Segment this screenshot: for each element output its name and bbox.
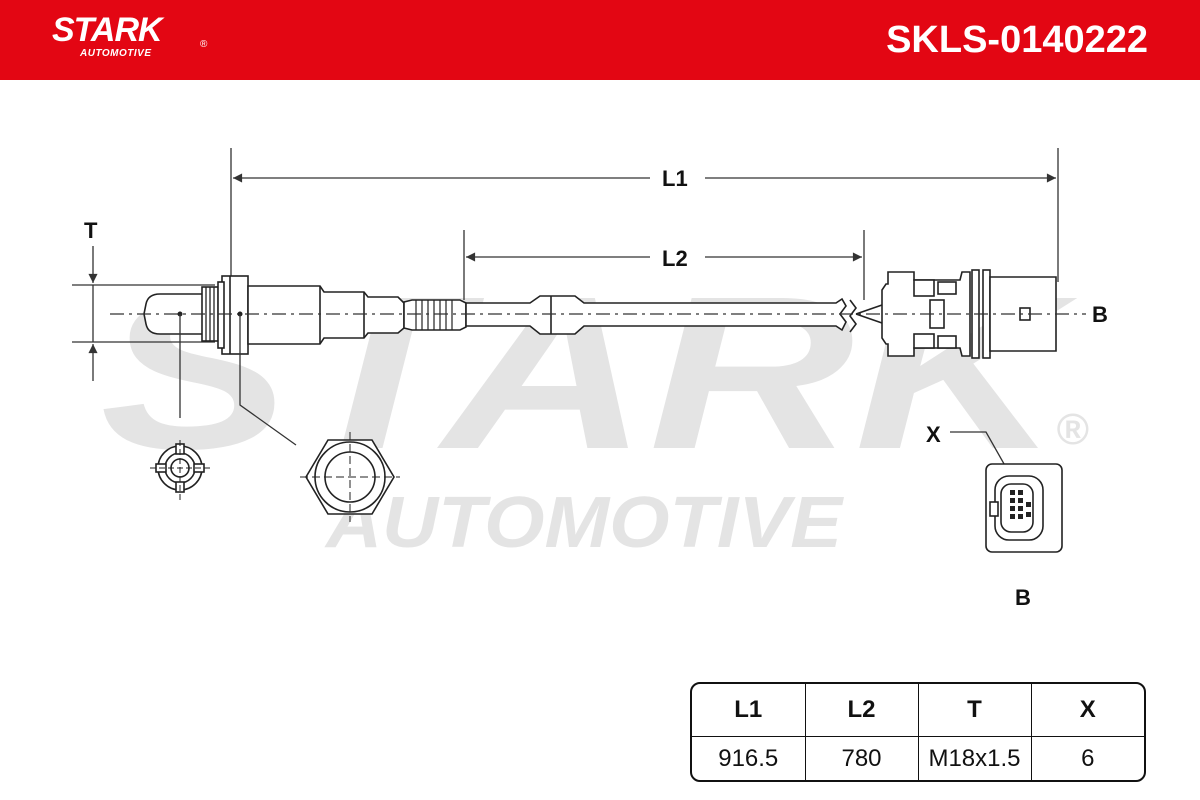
probe-end-view	[150, 440, 210, 500]
spec-header-l2: L2	[804, 684, 919, 737]
spec-table-value-row: 916.5 780 M18x1.5 6	[692, 736, 1144, 780]
dimension-t	[72, 246, 215, 381]
spec-header-l1: L1	[692, 684, 806, 737]
hex-end-view	[300, 432, 400, 522]
leader-x	[950, 431, 1013, 479]
spec-value-t: M18x1.5	[917, 736, 1032, 780]
label-t: T	[84, 218, 98, 243]
spec-table-grid: L1 L2 T X 916.5 780 M18x1.5 6	[692, 684, 1144, 780]
technical-drawing: STARK AUTOMOTIVE ® L1 L2 T	[72, 148, 1108, 610]
oxygen-sensor	[143, 269, 1057, 359]
label-b-bottom: B	[1015, 585, 1031, 610]
leader-hex-view	[239, 314, 297, 446]
brand-subtitle: AUTOMOTIVE	[80, 48, 152, 59]
spec-value-x: 6	[1030, 736, 1144, 780]
brand-logo: STARK ® AUTOMOTIVE	[52, 11, 207, 60]
spec-header-t: T	[917, 684, 1032, 737]
dimension-l2	[463, 230, 865, 300]
sensor-hex	[221, 275, 249, 355]
label-l2: L2	[662, 246, 688, 271]
dimension-l1	[230, 148, 1059, 282]
sensor-cable	[465, 295, 847, 335]
spec-table-header-row: L1 L2 T X	[692, 684, 1144, 737]
spec-table: L1 L2 T X 916.5 780 M18x1.5 6	[690, 682, 1146, 782]
header-bar: STARK ® AUTOMOTIVE SKLS-0140222	[0, 0, 1200, 80]
label-l1: L1	[662, 166, 688, 191]
watermark-registered: ®	[1056, 405, 1089, 454]
spec-header-x: X	[1030, 684, 1144, 737]
brand-name: STARK	[52, 11, 163, 49]
spec-value-l1: 916.5	[692, 736, 806, 780]
spec-value-l2: 780	[804, 736, 919, 780]
label-b-right: B	[1092, 302, 1108, 327]
part-number: SKLS-0140222	[886, 19, 1148, 61]
brand-registered-mark: ®	[200, 39, 208, 50]
connector-face-view	[985, 463, 1063, 553]
sensor-boot	[403, 299, 467, 331]
label-x: X	[926, 422, 941, 447]
watermark-subtitle: AUTOMOTIVE	[324, 483, 844, 563]
